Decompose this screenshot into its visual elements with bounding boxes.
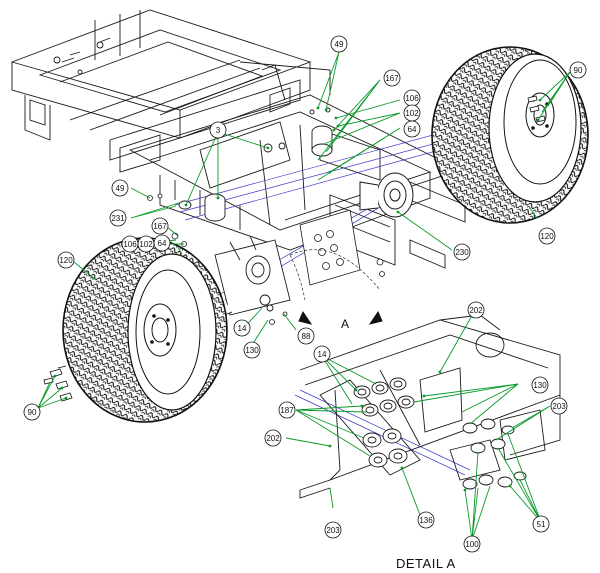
view-arrows (289, 249, 383, 325)
callout-text: 90 (574, 66, 583, 75)
callout-64-left[interactable]: 64 (153, 234, 171, 252)
callout-text: 49 (116, 184, 125, 193)
callout-90-right[interactable]: 90 (569, 61, 587, 79)
callout-167-left[interactable]: 167 (151, 217, 169, 235)
callout-text: 106 (405, 94, 419, 103)
callout-text: 202 (469, 306, 483, 315)
callout-120-left[interactable]: 120 (57, 251, 75, 269)
callout-text: 231 (111, 214, 125, 223)
callout-text: 51 (537, 520, 546, 529)
detail-a-label: DETAIL A (396, 556, 456, 571)
callout-text: 203 (552, 402, 566, 411)
detail-a-fittings (353, 377, 527, 490)
callout-90-left[interactable]: 90 (23, 403, 41, 421)
callout-106-right[interactable]: 106 (403, 89, 421, 107)
callout-14-main[interactable]: 14 (233, 319, 251, 337)
callout-130-main[interactable]: 130 (243, 341, 261, 359)
callout-text: 3 (216, 126, 221, 135)
hydraulic-block-main (147, 193, 385, 325)
callout-231[interactable]: 231 (109, 209, 127, 227)
callout-202-left[interactable]: 202 (264, 429, 282, 447)
callout-text: 102 (405, 109, 419, 118)
callout-text: 167 (385, 74, 399, 83)
detail-a-drawing (299, 314, 561, 499)
rear-left-wheel (62, 237, 228, 423)
callout-text: 202 (266, 434, 280, 443)
callout-64-right[interactable]: 64 (403, 120, 421, 138)
callout-3[interactable]: 3 (209, 121, 227, 139)
callout-167-top[interactable]: 167 (383, 69, 401, 87)
callout-106-left[interactable]: 106 (121, 235, 139, 253)
callout-text: 136 (419, 516, 433, 525)
callout-text: 130 (245, 346, 259, 355)
callout-102-right[interactable]: 102 (403, 104, 421, 122)
callout-text: 64 (408, 125, 417, 134)
callout-text: 106 (123, 240, 137, 249)
callout-51[interactable]: 51 (532, 515, 550, 533)
callout-text: 64 (158, 239, 167, 248)
callout-49-left[interactable]: 49 (111, 179, 129, 197)
callout-203-bottom[interactable]: 203 (324, 521, 342, 539)
rear-right-wheel (431, 46, 589, 224)
lug-nuts-left (43, 365, 73, 402)
callout-text: 88 (302, 332, 311, 341)
callout-text: 100 (465, 540, 479, 549)
engine-mounts (178, 107, 333, 222)
lug-nuts-right (527, 95, 546, 123)
callout-102-left[interactable]: 102 (137, 235, 155, 253)
callout-203-right[interactable]: 203 (550, 397, 568, 415)
callout-187[interactable]: 187 (278, 401, 296, 419)
callout-text: 90 (28, 408, 37, 417)
callout-130-detail[interactable]: 130 (531, 376, 549, 394)
callout-text: 120 (540, 232, 554, 241)
callout-text: 230 (455, 248, 469, 257)
callout-text: 167 (153, 222, 167, 231)
right-wheel-hub (359, 172, 414, 218)
callout-text: 102 (139, 240, 153, 249)
leader-arrowheads (53, 98, 542, 492)
callout-text: 14 (318, 350, 327, 359)
view-letter: A (341, 317, 349, 331)
callout-120-right[interactable]: 120 (538, 227, 556, 245)
callout-text: 120 (59, 256, 73, 265)
callout-text: 187 (280, 406, 294, 415)
callout-text: 203 (326, 526, 340, 535)
callout-14-detail[interactable]: 14 (313, 345, 331, 363)
callout-88[interactable]: 88 (297, 327, 315, 345)
callout-230[interactable]: 230 (453, 243, 471, 261)
callout-202-top[interactable]: 202 (467, 301, 485, 319)
callout-100[interactable]: 100 (463, 535, 481, 553)
callout-136[interactable]: 136 (417, 511, 435, 529)
callout-49-top[interactable]: 49 (330, 35, 348, 53)
callout-text: 49 (335, 40, 344, 49)
callout-text: 14 (238, 324, 247, 333)
leader-lines (37, 51, 571, 541)
callout-text: 130 (533, 381, 547, 390)
